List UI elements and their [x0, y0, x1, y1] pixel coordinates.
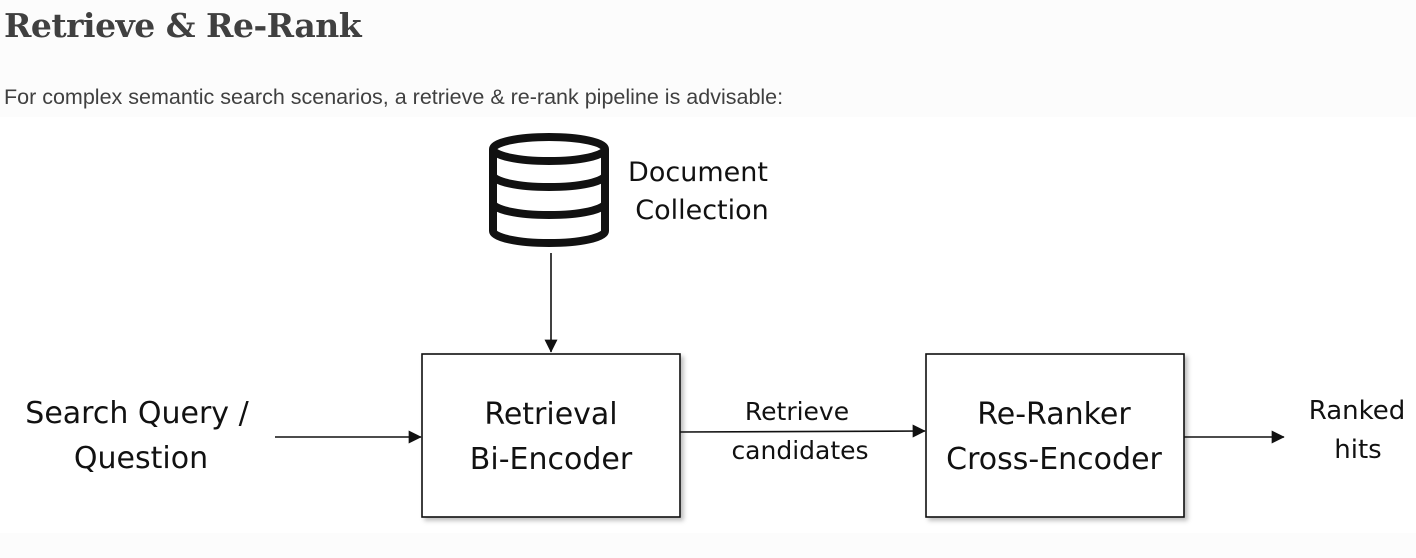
pipeline-diagram-svg: Document Collection Search Query / Quest…	[25, 133, 1406, 518]
database-icon	[489, 133, 609, 247]
output-label-line1: Ranked	[1309, 396, 1406, 426]
intro-text: For complex semantic search scenarios, a…	[4, 85, 784, 109]
output-label-line2: hits	[1334, 435, 1381, 465]
retrieval-to-reranker-arrow	[679, 424, 926, 438]
database-label-line1: Document	[628, 157, 768, 188]
input-label-line2: Question	[74, 441, 208, 476]
retrieval-box-line1: Retrieval	[484, 397, 617, 432]
retrieval-box-line2: Bi-Encoder	[470, 442, 633, 477]
database-label-line2: Collection	[635, 195, 769, 226]
reranker-box-line2: Cross-Encoder	[946, 442, 1162, 477]
pipeline-diagram: Document Collection Search Query / Quest…	[0, 117, 1416, 533]
input-label-line1: Search Query /	[25, 396, 249, 431]
edge-label-line2: candidates	[731, 436, 868, 465]
section-title: Retrieve & Re-Rank	[4, 6, 362, 45]
reranker-box	[925, 353, 1185, 518]
edge-label-line1: Retrieve	[745, 397, 849, 426]
retrieval-box	[421, 353, 681, 518]
reranker-box-line1: Re-Ranker	[977, 397, 1131, 432]
